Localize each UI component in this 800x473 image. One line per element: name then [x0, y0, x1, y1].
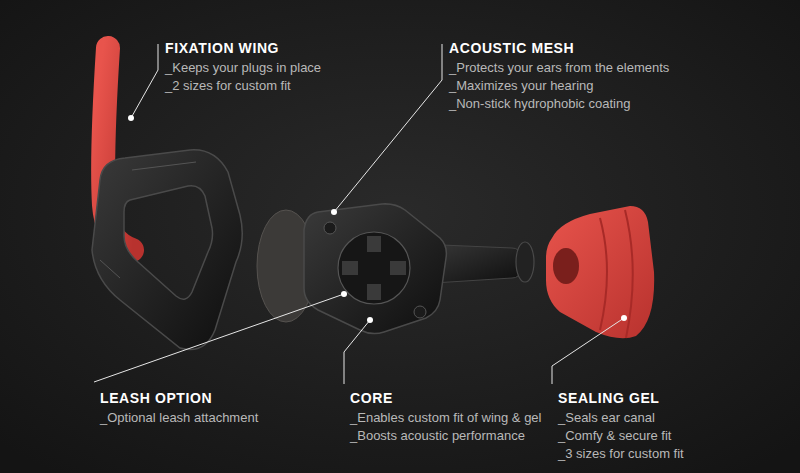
feature-note: _Boosts acoustic performance — [350, 428, 525, 443]
feature-note: _2 sizes for custom fit — [165, 78, 291, 93]
part-heading: ACOUSTIC MESH — [449, 40, 574, 56]
feature-note: _Keeps your plugs in place — [165, 60, 321, 75]
part-heading: LEASH OPTION — [100, 390, 212, 406]
part-heading: SEALING GEL — [558, 390, 660, 406]
feature-note: _Maximizes your hearing — [449, 78, 594, 93]
feature-note: _Protects your ears from the elements — [449, 60, 669, 75]
feature-note: _Seals ear canal — [558, 410, 655, 425]
part-heading: CORE — [350, 390, 393, 406]
feature-note: _Non-stick hydrophobic coating — [449, 96, 630, 111]
feature-note: _3 sizes for custom fit — [558, 446, 684, 461]
feature-note: _Enables custom fit of wing & gel — [350, 410, 542, 425]
feature-note: _Comfy & secure fit — [558, 428, 671, 443]
part-heading: FIXATION WING — [165, 40, 279, 56]
feature-note: _Optional leash attachment — [100, 410, 258, 425]
